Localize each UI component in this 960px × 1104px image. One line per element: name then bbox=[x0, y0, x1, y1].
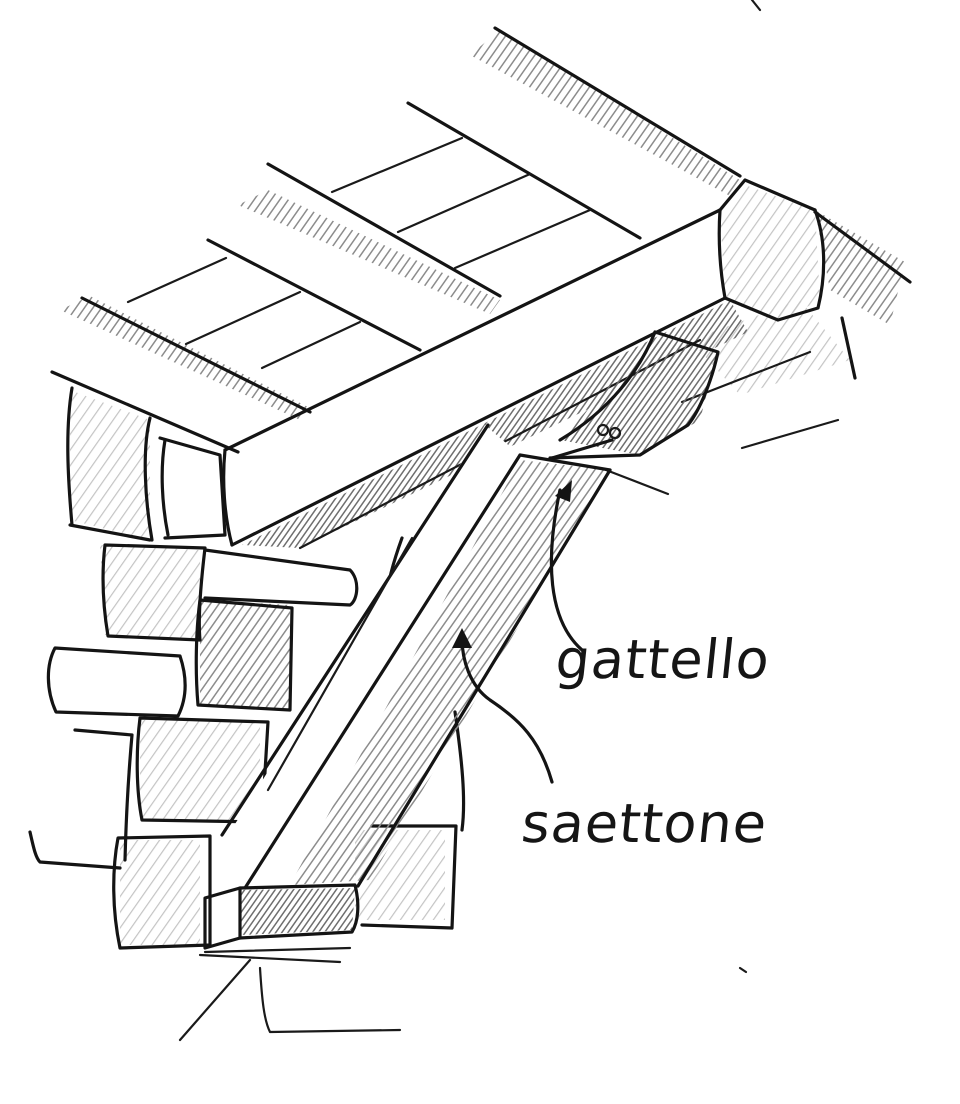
stray-mark bbox=[750, 0, 762, 12]
stone-wall bbox=[28, 386, 466, 1042]
saettone-label: saettone bbox=[518, 792, 771, 855]
gattello-corbel bbox=[548, 330, 720, 460]
gattello-arrowhead bbox=[555, 480, 572, 502]
saettone-strut bbox=[220, 423, 612, 890]
main-beam bbox=[222, 178, 826, 550]
roof-joists bbox=[50, 26, 912, 496]
stray-dot bbox=[738, 966, 748, 974]
label-arrows bbox=[452, 480, 584, 784]
saettone-arrowhead bbox=[452, 628, 472, 648]
strut-base-block bbox=[203, 883, 360, 954]
gattello-label: gattello bbox=[552, 628, 774, 691]
